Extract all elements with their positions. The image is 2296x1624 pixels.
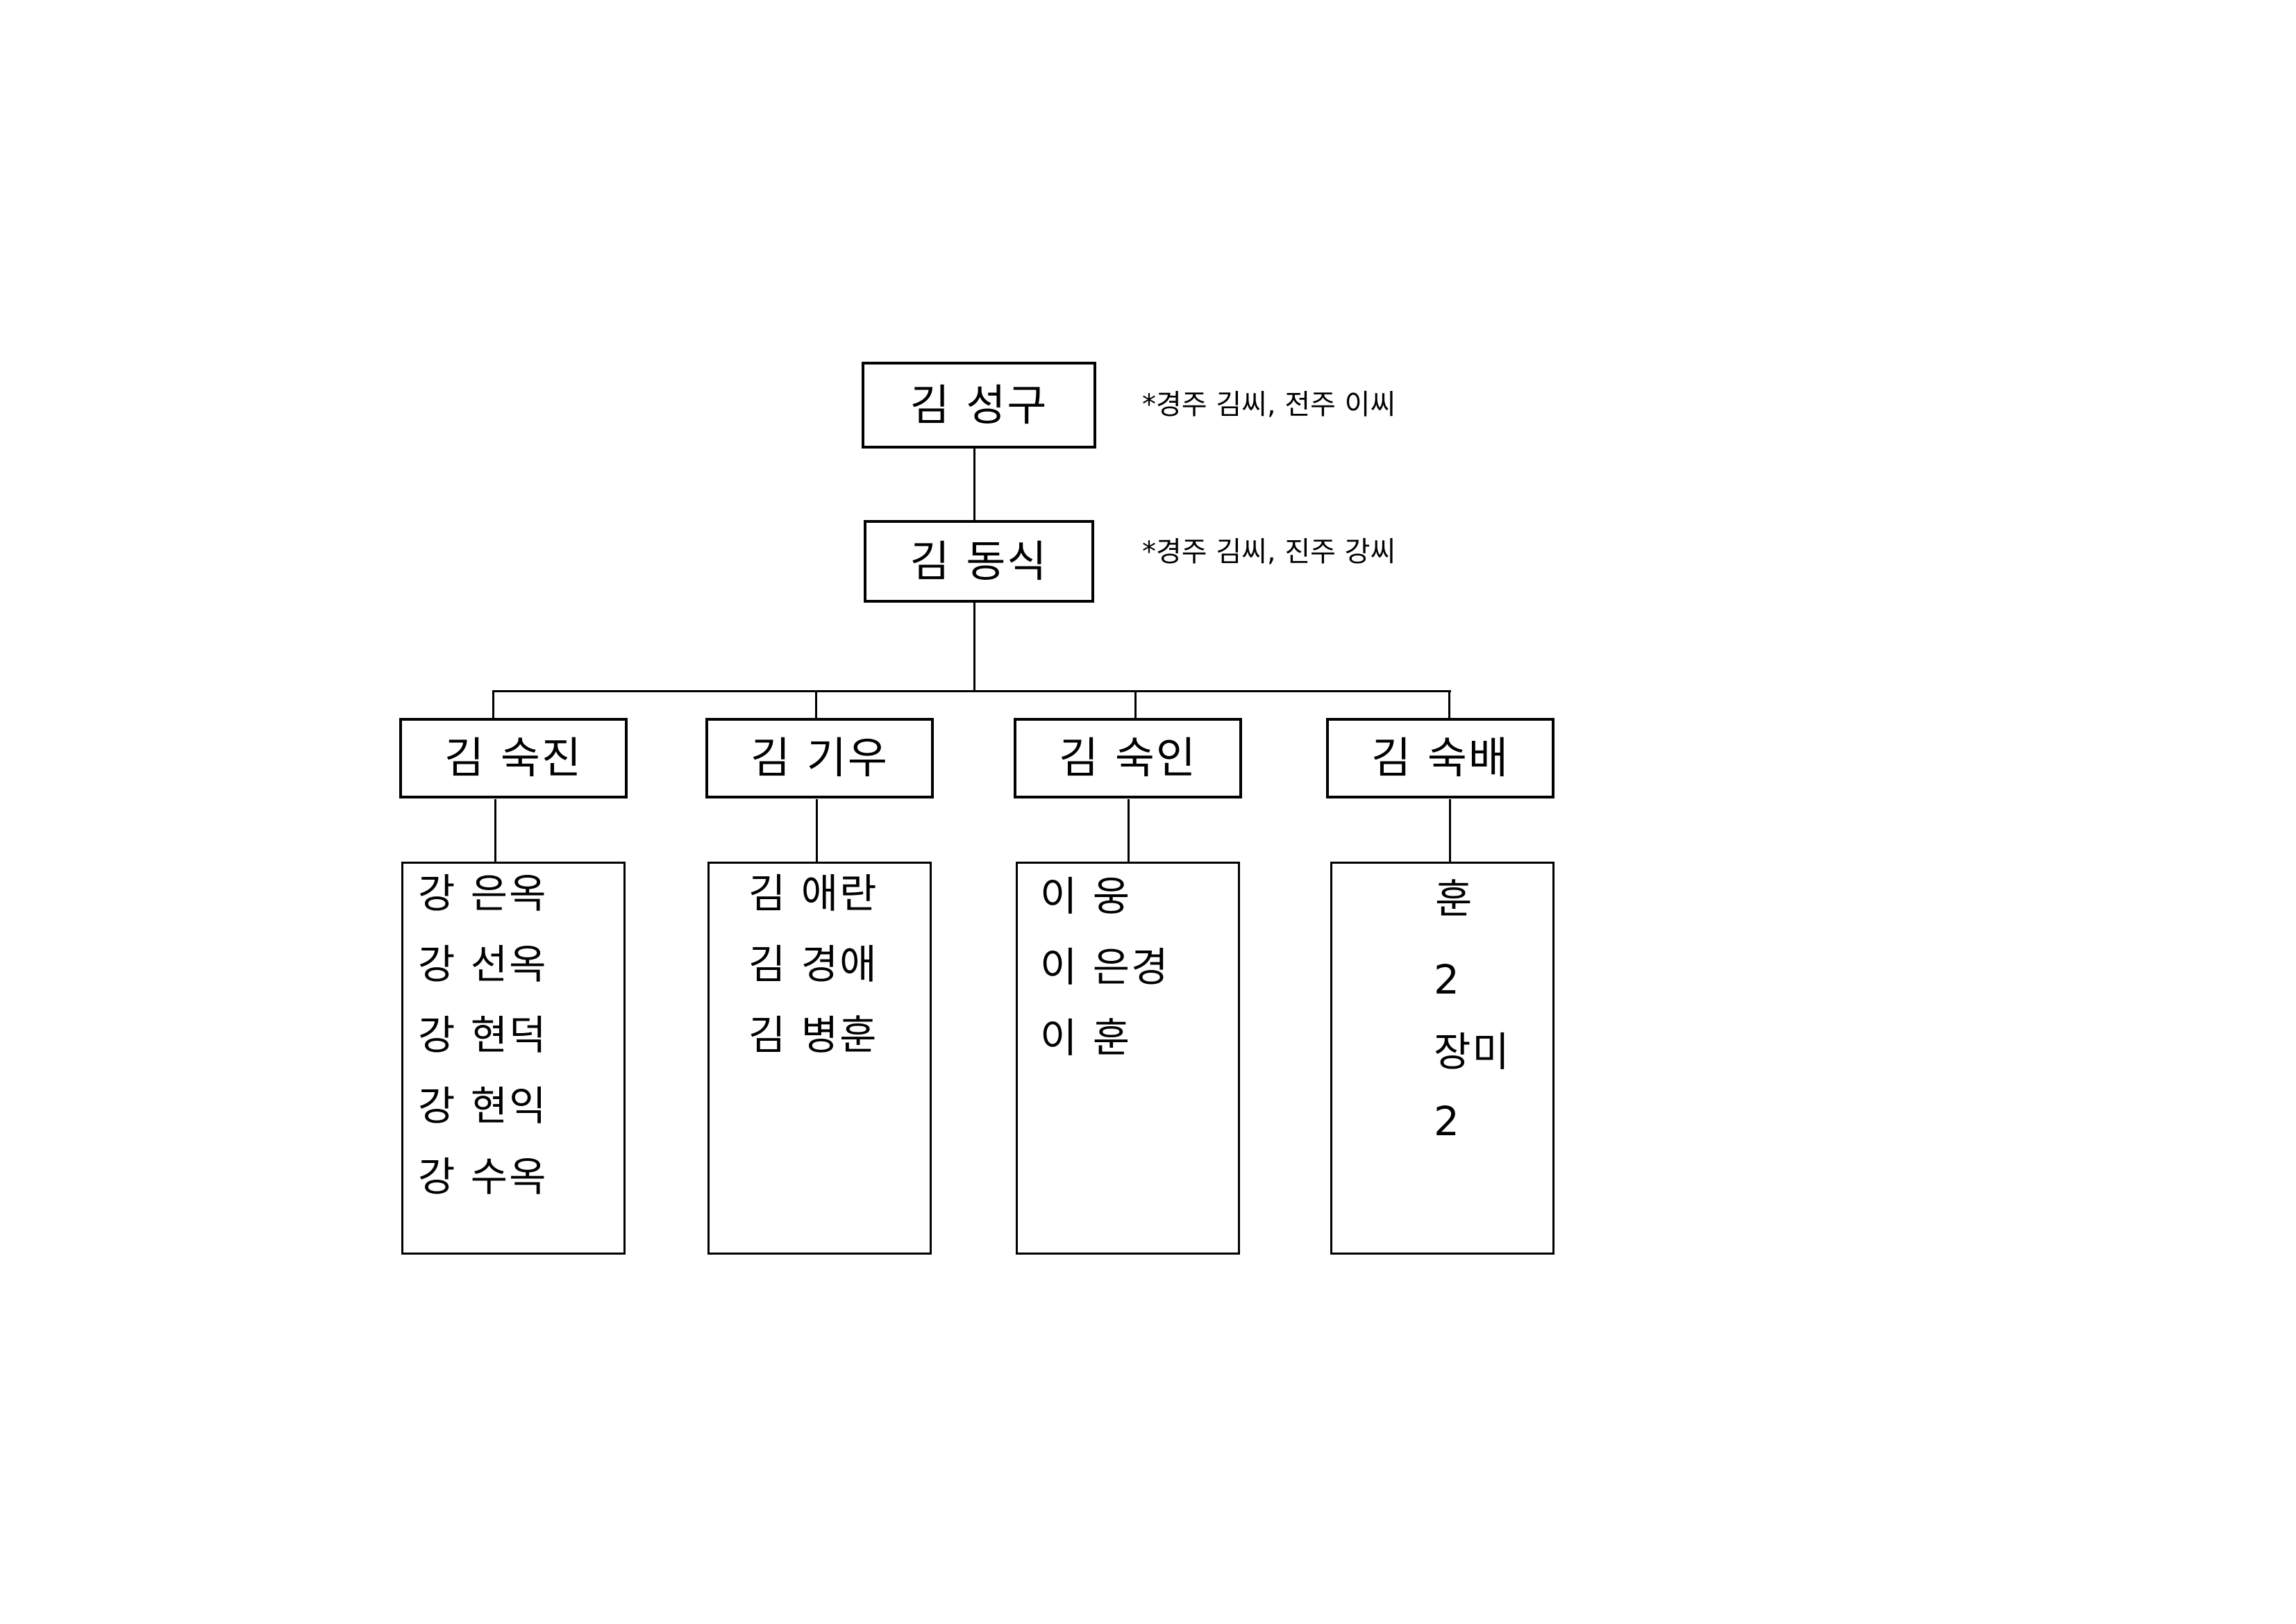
descendant-list-3: 이 웅 이 은경 이 훈 — [1016, 862, 1240, 1255]
descendant-item: 이 은경 — [1040, 944, 1170, 991]
descendant-item: 강 현덕 — [418, 1012, 548, 1059]
connector-bar-to-child-1 — [492, 690, 494, 719]
descendant-item: 김 경애 — [748, 941, 878, 988]
descendant-item: 김 애란 — [748, 870, 878, 917]
descendant-list-2: 김 애란 김 경애 김 병훈 — [707, 862, 932, 1255]
child-box-3: 김 숙인 — [1014, 718, 1242, 798]
connector-child-4-to-list — [1449, 799, 1451, 862]
second-person-note: *경주 김씨, 진주 강씨 — [1142, 536, 1396, 568]
child-name-1: 김 숙진 — [444, 733, 583, 783]
descendant-item: 이 웅 — [1040, 873, 1132, 920]
connector-root-to-second — [973, 448, 975, 521]
root-person-box: 김 성구 — [862, 362, 1096, 449]
descendant-item: 강 선옥 — [418, 941, 548, 988]
second-person-box: 김 동식 — [864, 520, 1094, 603]
connector-bar-to-child-3 — [1134, 690, 1137, 719]
descendant-item: 이 훈 — [1040, 1014, 1132, 1062]
descendant-item: 2 — [1434, 956, 1461, 1003]
connector-bar-to-child-2 — [815, 690, 817, 719]
descendant-list-4: 훈 2 장미 2 — [1330, 862, 1555, 1255]
child-name-2: 김 기우 — [751, 733, 889, 783]
descendant-item: 김 병훈 — [748, 1012, 878, 1059]
descendant-item: 훈 — [1435, 876, 1474, 923]
connector-second-to-bar — [973, 602, 975, 692]
descendant-item: 2 — [1434, 1098, 1461, 1145]
child-name-3: 김 숙인 — [1059, 733, 1197, 783]
root-person-name: 김 성구 — [910, 379, 1048, 430]
descendant-item: 강 은옥 — [418, 870, 548, 917]
child-box-1: 김 숙진 — [399, 718, 628, 798]
descendant-list-1: 강 은옥 강 선옥 강 현덕 강 현익 강 수옥 — [401, 862, 626, 1255]
connector-child-3-to-list — [1128, 799, 1130, 862]
root-person-note: *경주 김씨, 전주 이씨 — [1142, 389, 1396, 421]
descendant-item: 강 수옥 — [418, 1153, 548, 1200]
second-person-name: 김 동식 — [910, 535, 1048, 587]
sibling-bar — [492, 690, 1451, 692]
child-box-2: 김 기우 — [705, 718, 934, 798]
connector-child-1-to-list — [494, 799, 496, 862]
connector-bar-to-child-4 — [1448, 690, 1450, 719]
connector-child-2-to-list — [816, 799, 818, 862]
descendant-item: 강 현익 — [418, 1082, 548, 1130]
child-name-4: 김 숙배 — [1371, 733, 1509, 783]
descendant-item: 장미 — [1434, 1028, 1511, 1075]
child-box-4: 김 숙배 — [1326, 718, 1555, 798]
